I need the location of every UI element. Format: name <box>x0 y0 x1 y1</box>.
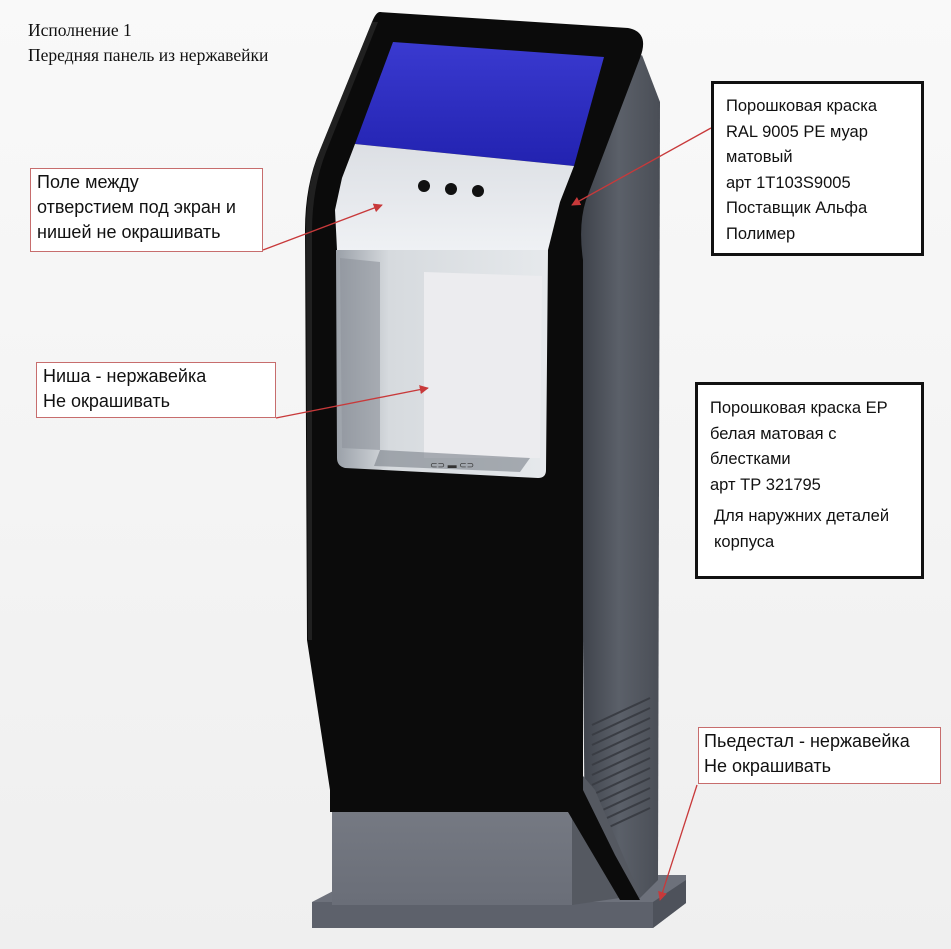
callout-line: арт ТР 321795 <box>710 475 821 494</box>
callout-line: Не окрашивать <box>43 391 171 411</box>
callout-pedestal: Пьедестал - нержавейка Не окрашивать <box>698 727 941 784</box>
callout-subnote: Для наружних деталей корпуса <box>710 504 913 555</box>
callout-line: арт 1Т103S9005 <box>726 173 851 192</box>
screen-display <box>355 42 604 166</box>
callout-line: Порошковая краска <box>726 97 878 115</box>
callout-screen-area: Поле между отверстием под экран и нишей … <box>30 168 263 252</box>
title-line-1: Исполнение 1 <box>28 20 132 40</box>
callout-niche: Ниша - нержавейка Не окрашивать <box>36 362 276 418</box>
callout-line: корпуса <box>714 532 775 551</box>
niche-tray-mark: ⊂⊃ ▬ ⊂⊃ <box>430 460 474 470</box>
callout-arrows <box>262 127 712 901</box>
callout-line: Порошковая краска ЕР <box>710 399 888 417</box>
callout-line: Полимер <box>726 224 796 243</box>
callout-line: Не окрашивать <box>704 756 832 776</box>
arrow-paint-black <box>571 127 712 206</box>
indicator-dot <box>472 185 484 197</box>
arrow-niche <box>275 385 429 419</box>
callout-line: отверстием под экран и <box>37 197 236 217</box>
side-panel <box>578 55 660 900</box>
callout-paint-white: Порошковая краска ЕР белая матовая с бле… <box>695 382 924 579</box>
vent-grille <box>591 697 651 836</box>
arrow-pedestal <box>658 784 698 901</box>
callout-line: матовый <box>726 148 793 166</box>
diagram-title: Исполнение 1 Передняя панель из нержавей… <box>28 18 268 68</box>
indicator-dot <box>418 180 430 192</box>
callout-line: Пьедестал - нержавейка <box>704 731 910 751</box>
callout-line: нишей не окрашивать <box>37 222 221 242</box>
title-line-2: Передняя панель из нержавейки <box>28 45 269 65</box>
arrow-screen-area <box>262 203 383 251</box>
indicator-dot <box>445 183 457 195</box>
niche: ⊂⊃ ▬ ⊂⊃ <box>336 250 548 478</box>
callout-line: Ниша - нержавейка <box>43 366 207 386</box>
callout-line: белая матовая с <box>710 424 837 443</box>
silver-field <box>335 144 574 250</box>
callout-line: Для наружних деталей <box>714 507 890 525</box>
callout-line: Поставщик Альфа <box>726 199 868 217</box>
callout-line: RAL 9005 PE муар <box>726 122 868 141</box>
callout-line: Поле между <box>37 172 139 192</box>
callout-paint-black: Порошковая краска RAL 9005 PE муар матов… <box>711 81 924 256</box>
callout-line: блестками <box>710 450 791 468</box>
